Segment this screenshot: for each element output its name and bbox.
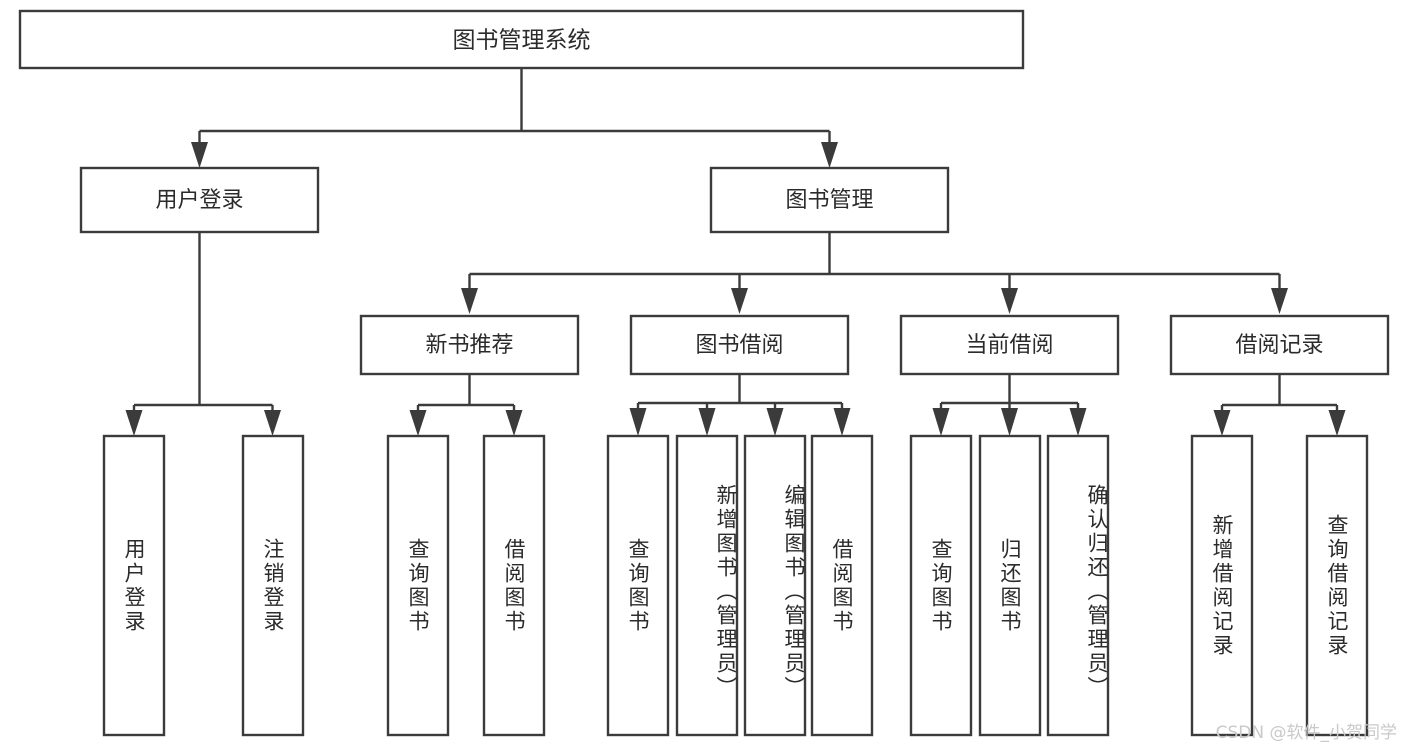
arrow-head-leaf-borrow-book-2 <box>833 408 851 436</box>
arrow-head-book-borrow <box>731 288 748 314</box>
node-book-borrow[interactable]: 图书借阅 <box>629 314 850 376</box>
connector-group-borrow-record <box>1213 374 1346 436</box>
node-root-label: 图书管理系统 <box>453 28 591 54</box>
node-borrow-record-box[interactable] <box>1169 314 1390 376</box>
node-book-manage-label: 图书管理 <box>785 188 873 213</box>
leaf-box-borrow-book-1[interactable] <box>482 434 546 737</box>
arrow-head-current-borrow <box>1001 288 1018 314</box>
leaf-box-user-logout[interactable] <box>241 434 305 737</box>
connector-group-book-borrow <box>629 374 851 436</box>
node-new-book-rec[interactable]: 新书推荐 <box>359 314 580 376</box>
node-user-login-box[interactable] <box>79 166 320 234</box>
node-borrow-record-label: 借阅记录 <box>1235 333 1323 358</box>
arrow-head-leaf-confirm-return <box>1069 408 1087 436</box>
leaf-box-borrow-book-2[interactable] <box>810 434 874 737</box>
connector-group-current-borrow <box>932 374 1087 436</box>
leaf-box-add-book[interactable] <box>675 434 739 737</box>
node-root-box[interactable] <box>18 9 1025 70</box>
arrow-head-leaf-add-book <box>698 408 716 436</box>
node-book-borrow-box[interactable] <box>629 314 850 376</box>
arrow-head-leaf-query-book-3 <box>932 408 950 436</box>
connector-group-book-manage <box>461 232 1288 314</box>
arrow-head-leaf-query-record <box>1328 410 1346 436</box>
node-new-book-rec-label: 新书推荐 <box>425 333 513 358</box>
node-current-borrow[interactable]: 当前借阅 <box>899 314 1120 376</box>
arrow-head-leaf-query-book-1 <box>409 410 427 436</box>
leaf-box-return-book[interactable] <box>978 434 1042 737</box>
node-book-manage[interactable]: 图书管理 <box>709 166 950 234</box>
arrow-head-borrow-record <box>1271 288 1288 314</box>
connector-group-new-book-rec <box>409 374 523 436</box>
node-book-manage-box[interactable] <box>709 166 950 234</box>
node-user-login[interactable]: 用户登录 <box>79 166 320 234</box>
node-current-borrow-label: 当前借阅 <box>965 333 1053 358</box>
node-user-login-label: 用户登录 <box>155 188 243 213</box>
connector-group-user-login <box>125 232 281 436</box>
leaf-box-query-book-3[interactable] <box>909 434 973 737</box>
leaf-box-add-record[interactable] <box>1190 434 1254 737</box>
arrow-head-book-manage <box>821 142 838 168</box>
leaf-box-user-login[interactable] <box>102 434 166 737</box>
node-new-book-rec-box[interactable] <box>359 314 580 376</box>
arrow-head-new-book-rec <box>461 288 478 314</box>
arrow-head-leaf-query-book-2 <box>629 408 647 436</box>
node-current-borrow-box[interactable] <box>899 314 1120 376</box>
leaf-box-query-book-1[interactable] <box>386 434 450 737</box>
node-borrow-record[interactable]: 借阅记录 <box>1169 314 1390 376</box>
node-root[interactable]: 图书管理系统 <box>18 9 1025 70</box>
arrow-head-leaf-return-book <box>1001 408 1018 436</box>
arrow-head-leaf-borrow-book-1 <box>505 410 523 436</box>
arrow-head-leaf-user-login <box>125 410 143 436</box>
arrow-head-user-login <box>191 142 208 168</box>
node-book-borrow-label: 图书借阅 <box>695 333 783 358</box>
arrow-head-leaf-add-record <box>1213 410 1231 436</box>
connector-group-root <box>191 68 838 168</box>
leaf-box-edit-book[interactable] <box>743 434 807 737</box>
leaf-box-query-book-2[interactable] <box>606 434 670 737</box>
leaf-box-confirm-return[interactable] <box>1046 434 1110 737</box>
arrow-head-leaf-edit-book <box>766 408 784 436</box>
arrow-head-leaf-user-logout <box>264 410 281 436</box>
csdn-watermark: CSDN @软件_小贺同学 <box>1215 723 1397 743</box>
leaf-box-query-record[interactable] <box>1305 434 1369 737</box>
